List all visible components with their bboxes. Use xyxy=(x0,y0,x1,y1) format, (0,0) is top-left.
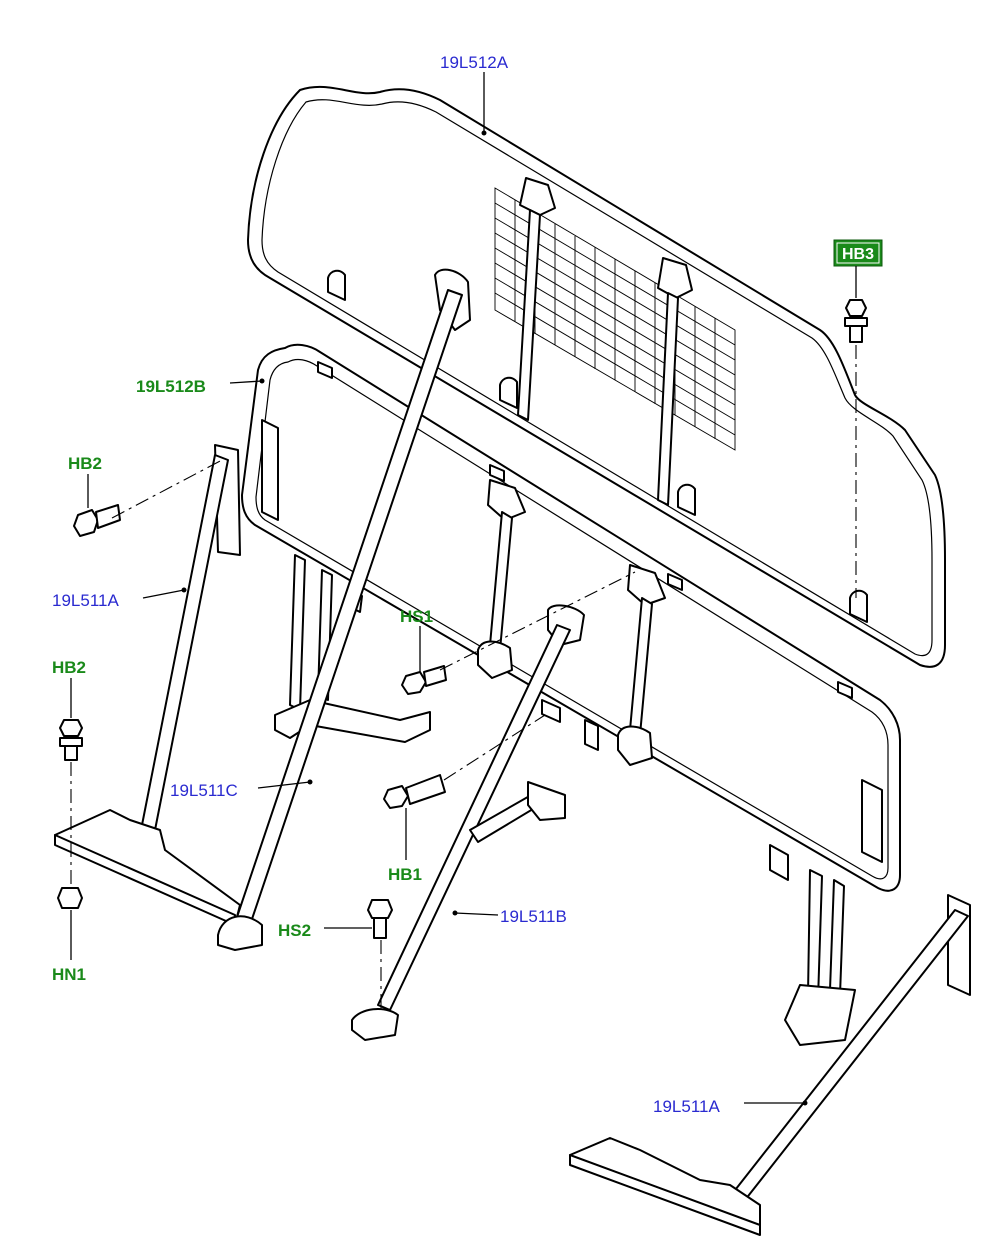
bolt-hb2-lower xyxy=(59,719,83,761)
label-19L512B[interactable]: 19L512B xyxy=(136,377,206,396)
leader-19L512B xyxy=(229,380,263,384)
label-19L512A[interactable]: 19L512A xyxy=(440,53,509,72)
bolt-hb2-upper xyxy=(73,504,121,537)
label-19L511A-right[interactable]: 19L511A xyxy=(653,1097,720,1116)
right-support-strut xyxy=(351,604,585,1041)
badge-hb3[interactable]: HB3 xyxy=(833,239,883,267)
assembly-line-hb2-upper xyxy=(111,459,223,519)
label-hs2[interactable]: HS2 xyxy=(278,921,311,940)
label-hb2-lower[interactable]: HB2 xyxy=(52,658,86,677)
label-19L511A-left[interactable]: 19L511A xyxy=(52,591,119,610)
bolt-hs2 xyxy=(367,899,393,939)
assembly-line-hb1 xyxy=(443,714,546,781)
left-support-strut xyxy=(54,444,241,926)
bolt-hb1 xyxy=(383,774,446,809)
bolt-hs1 xyxy=(401,665,447,695)
far-right-support-strut xyxy=(569,894,971,1236)
nut-hn1 xyxy=(57,887,83,909)
label-19L511C[interactable]: 19L511C xyxy=(170,781,238,800)
mesh-grid xyxy=(494,187,736,451)
label-hn1[interactable]: HN1 xyxy=(52,965,86,984)
label-hb2-upper[interactable]: HB2 xyxy=(68,454,102,473)
label-hs1[interactable]: HS1 xyxy=(400,607,433,626)
bolt-hb3 xyxy=(844,299,868,343)
assembly-line-hs1 xyxy=(439,571,636,671)
upper-guard-panel xyxy=(247,85,946,668)
label-19L511B[interactable]: 19L511B xyxy=(500,907,567,926)
leader-19L511A-left xyxy=(142,589,185,599)
label-hb1[interactable]: HB1 xyxy=(388,865,422,884)
label-hb3: HB3 xyxy=(842,246,874,263)
leader-19L511B xyxy=(454,912,499,916)
leader-19L511C xyxy=(257,781,311,789)
center-support-strut xyxy=(217,268,471,951)
